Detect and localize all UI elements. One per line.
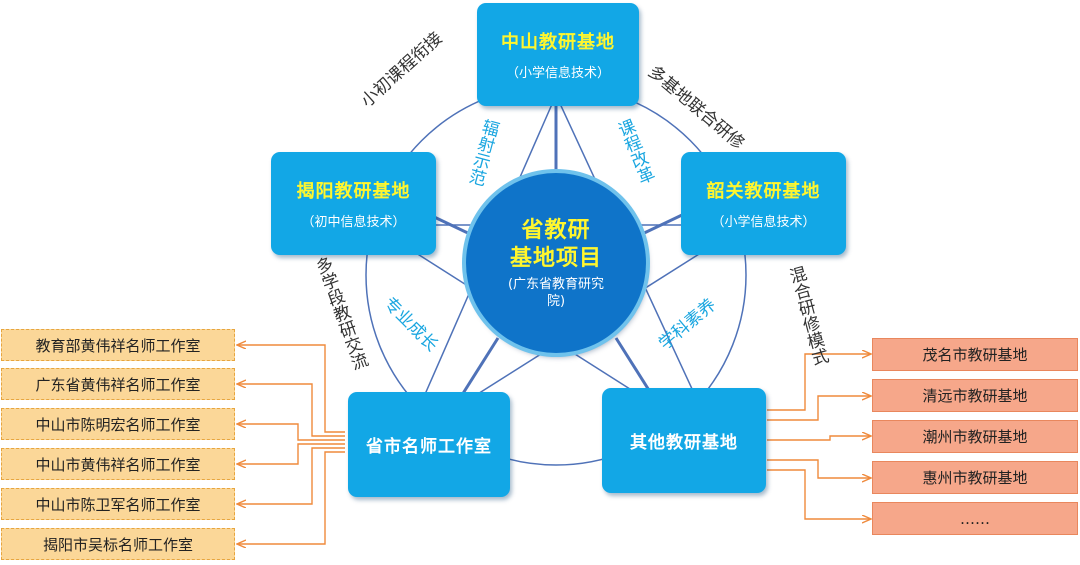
base-item: 惠州市教研基地 [872, 461, 1078, 494]
node-jieyang[interactable]: 揭阳教研基地 （初中信息技术） [271, 152, 436, 255]
center-hub[interactable]: 省教研 基地项目 (广东省教育研究院) [466, 173, 646, 353]
node-zhongshan[interactable]: 中山教研基地 （小学信息技术） [477, 3, 639, 106]
node-other-bases[interactable]: 其他教研基地 [602, 388, 766, 493]
left-connectors [238, 345, 345, 544]
center-subtitle: (广东省教育研究院) [507, 276, 605, 309]
studio-item: 教育部黄伟祥名师工作室 [1, 329, 235, 361]
right-connectors [767, 354, 870, 519]
node-subtitle: （小学信息技术） [505, 66, 610, 81]
node-title: 韶关教研基地 [706, 181, 821, 202]
node-shaoguan[interactable]: 韶关教研基地 （小学信息技术） [681, 152, 846, 255]
node-subtitle: （小学信息技术） [711, 215, 816, 230]
node-title: 中山教研基地 [501, 32, 615, 53]
base-item: …… [872, 502, 1078, 535]
node-title: 揭阳教研基地 [296, 181, 411, 202]
node-subtitle: （初中信息技术） [301, 215, 406, 230]
node-teacher-studios[interactable]: 省市名师工作室 [348, 392, 510, 497]
studio-item: 中山市黄伟祥名师工作室 [1, 448, 235, 480]
studio-item: 中山市陈卫军名师工作室 [1, 488, 235, 520]
studio-item: 广东省黄伟祥名师工作室 [1, 368, 235, 400]
center-title-line2: 基地项目 [509, 245, 602, 271]
base-item: 清远市教研基地 [872, 379, 1078, 412]
node-title: 省市名师工作室 [366, 437, 492, 457]
studio-item: 中山市陈明宏名师工作室 [1, 408, 235, 440]
base-item: 茂名市教研基地 [872, 338, 1078, 371]
studio-item: 揭阳市吴标名师工作室 [1, 528, 235, 560]
node-title: 其他教研基地 [630, 433, 738, 453]
center-title-line1: 省教研 [521, 217, 591, 243]
base-item: 潮州市教研基地 [872, 420, 1078, 453]
hub-spokes [429, 105, 683, 396]
